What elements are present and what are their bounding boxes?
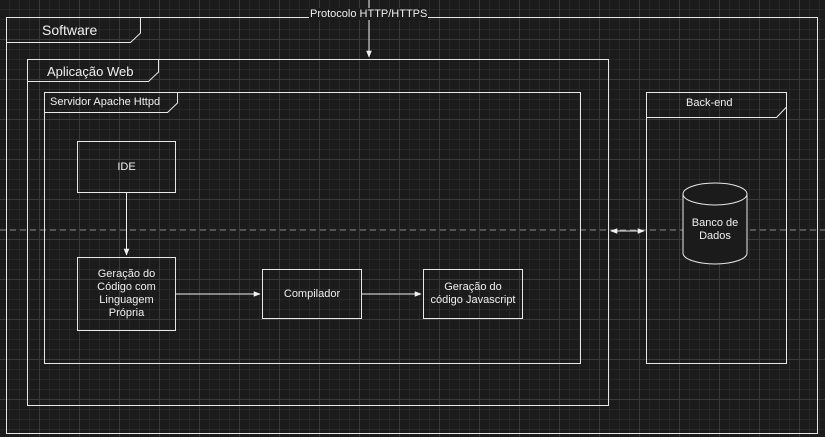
- protocol-label: Protocolo HTTP/HTTPS: [309, 8, 429, 20]
- compiler-node[interactable]: Compilador: [262, 269, 362, 319]
- apache-server-title: Servidor Apache Httpd: [50, 96, 161, 108]
- code-generation-node[interactable]: Geração do Código com Linguagem Própria: [77, 257, 176, 331]
- software-title: Software: [42, 22, 98, 38]
- ide-node[interactable]: IDE: [77, 141, 176, 193]
- web-app-frame[interactable]: Aplicação Web: [27, 59, 609, 406]
- backend-title: Back-end: [686, 97, 733, 109]
- web-app-title: Aplicação Web: [47, 64, 134, 79]
- backend-frame[interactable]: Back-end: [646, 92, 787, 364]
- js-generation-node[interactable]: Geração do código Javascript: [423, 269, 523, 319]
- apache-server-frame[interactable]: Servidor Apache Httpd: [44, 92, 581, 364]
- database-label: Banco de Dados: [691, 217, 739, 242]
